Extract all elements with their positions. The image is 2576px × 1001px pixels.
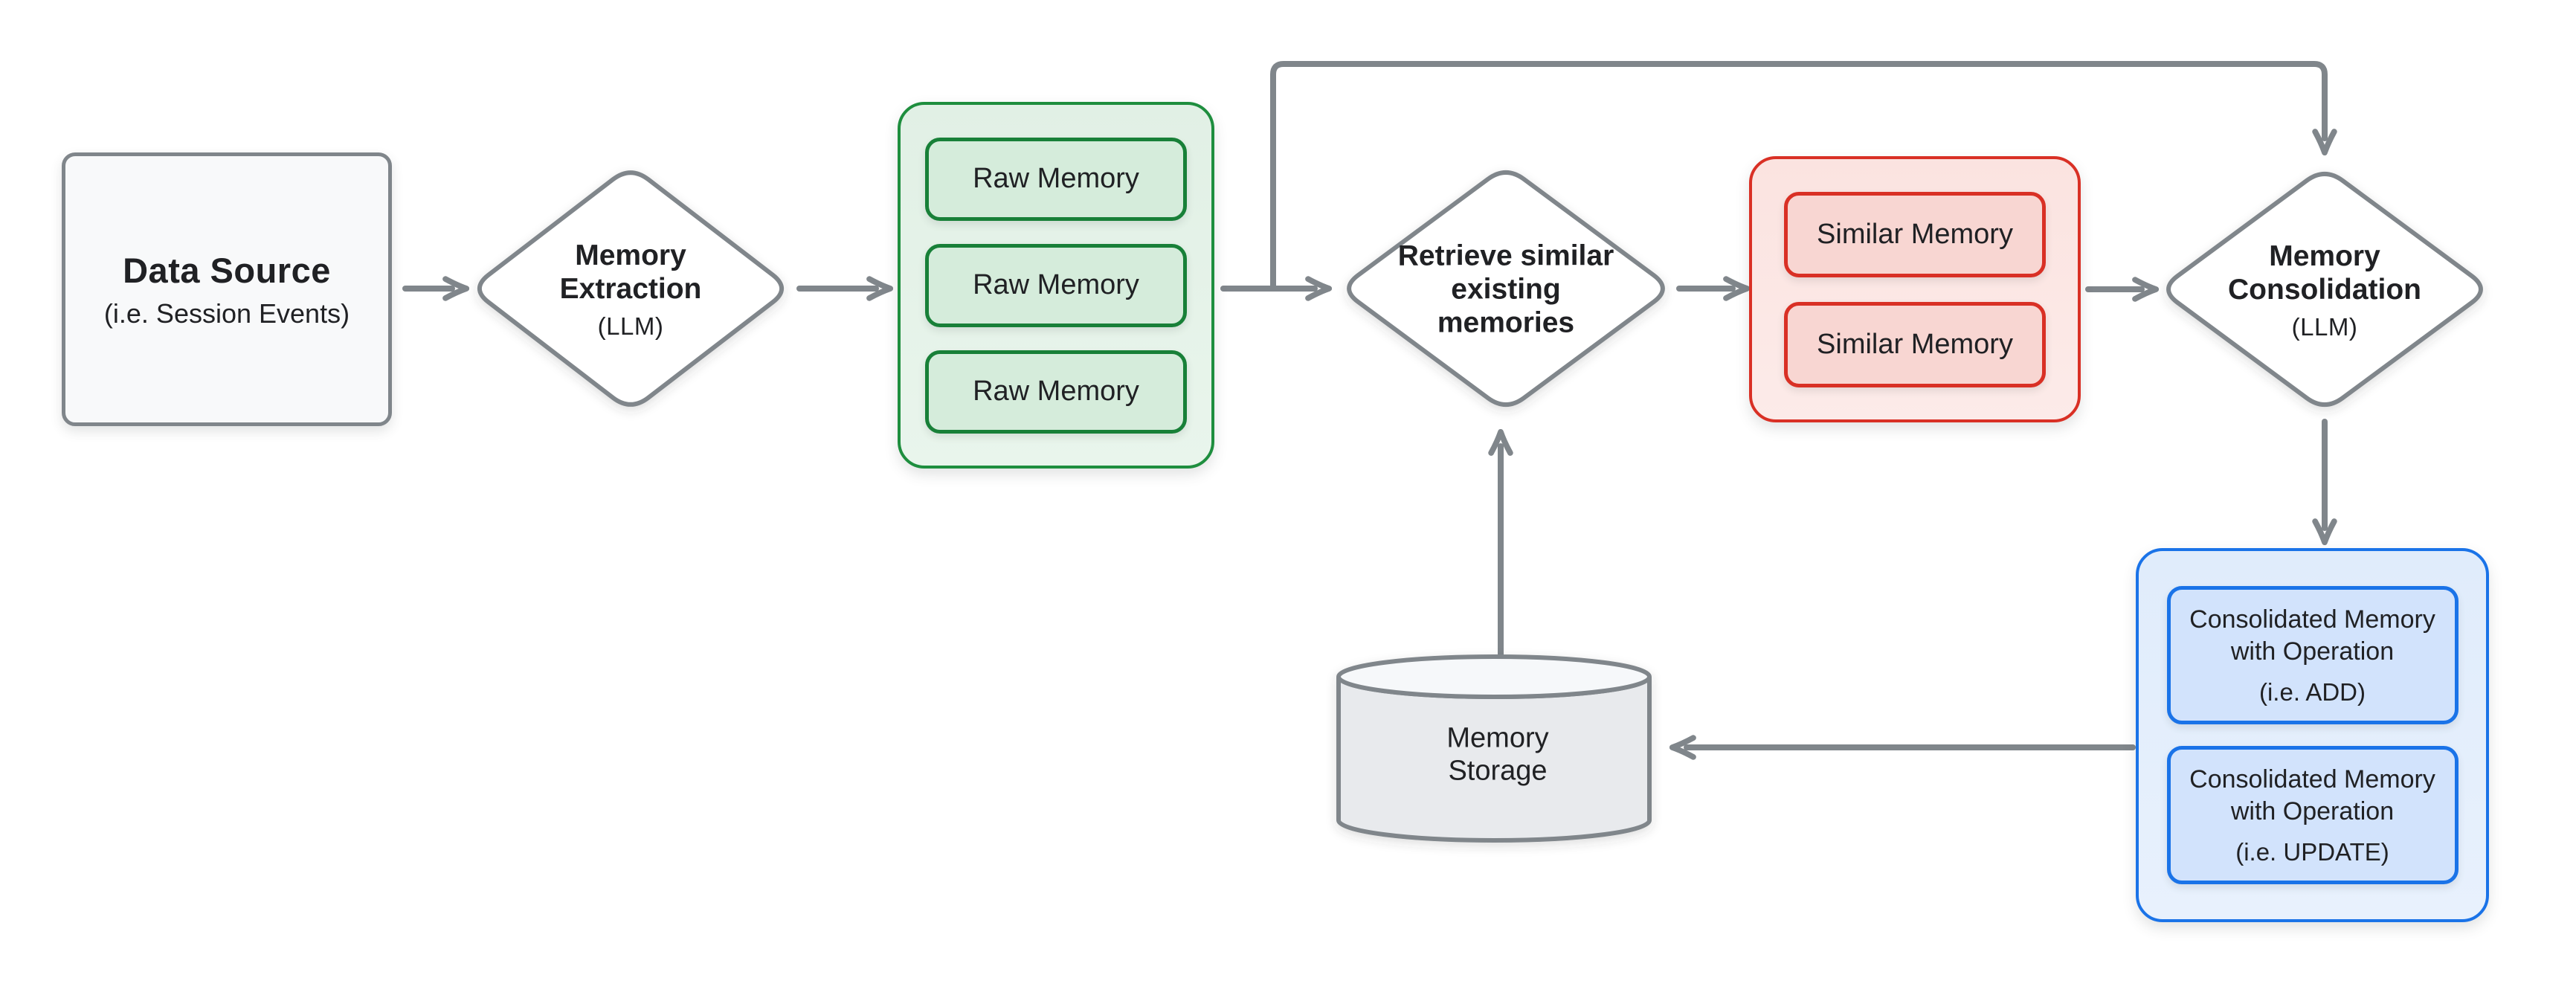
consolidated-update-line-2: with Operation bbox=[2230, 797, 2395, 825]
similar-memory-1-label: Similar Memory bbox=[1817, 218, 2013, 250]
memory-consolidation-label: Memory Consolidation (LLM) bbox=[2228, 240, 2421, 341]
raw-memory-1-label: Raw Memory bbox=[973, 163, 1139, 194]
group-consolidated-memories: Consolidated Memory with Operation (i.e.… bbox=[2136, 548, 2489, 922]
memory-consolidation-line-2: Consolidation bbox=[2228, 274, 2421, 306]
raw-memory-3-label: Raw Memory bbox=[973, 376, 1139, 407]
node-raw-memory-2: Raw Memory bbox=[925, 243, 1187, 327]
memory-extraction-label: Memory Extraction (LLM) bbox=[560, 239, 702, 341]
consolidated-add-subtitle: (i.e. ADD) bbox=[2258, 677, 2366, 706]
cylinder-top bbox=[1336, 654, 1652, 699]
retrieve-label: Retrieve similar existing memories bbox=[1398, 240, 1614, 341]
memory-storage-line-1: Memory bbox=[1446, 722, 1549, 754]
memory-storage-line-2: Storage bbox=[1448, 755, 1548, 786]
consolidated-update-line-1: Consolidated Memory bbox=[2189, 765, 2435, 794]
node-memory-storage bbox=[1336, 654, 1652, 843]
data-source-subtitle: (i.e. Session Events) bbox=[103, 297, 350, 329]
memory-extraction-line-2: Extraction bbox=[559, 273, 702, 305]
memory-extraction-subtitle: (LLM) bbox=[597, 312, 664, 340]
raw-memory-2-label: Raw Memory bbox=[973, 269, 1139, 300]
group-raw-memories: Raw Memory Raw Memory Raw Memory bbox=[898, 102, 1214, 469]
memory-consolidation-line-1: Memory bbox=[2269, 240, 2380, 273]
consolidated-update-subtitle: (i.e. UPDATE) bbox=[2235, 837, 2389, 866]
memory-storage-label: Memory Storage bbox=[1446, 722, 1548, 787]
similar-memory-2-label: Similar Memory bbox=[1817, 328, 2013, 360]
memory-extraction-line-1: Memory bbox=[575, 239, 686, 272]
memory-consolidation-subtitle: (LLM) bbox=[2291, 312, 2358, 341]
group-similar-memories: Similar Memory Similar Memory bbox=[1749, 156, 2081, 422]
node-retrieve-similar-memories bbox=[1347, 170, 1665, 408]
retrieve-line-1: Retrieve similar bbox=[1397, 239, 1614, 272]
retrieve-line-2: existing bbox=[1451, 273, 1561, 306]
node-memory-extraction bbox=[477, 170, 785, 407]
consolidated-add-line-2: with Operation bbox=[2230, 637, 2395, 666]
node-consolidated-memory-add: Consolidated Memory with Operation (i.e.… bbox=[2166, 586, 2459, 724]
data-source-title: Data Source bbox=[123, 250, 331, 290]
node-raw-memory-3: Raw Memory bbox=[925, 350, 1187, 434]
node-raw-memory-1: Raw Memory bbox=[925, 137, 1187, 221]
consolidated-add-line-1: Consolidated Memory bbox=[2189, 605, 2435, 634]
node-similar-memory-2: Similar Memory bbox=[1784, 301, 2046, 387]
node-data-source: Data Source (i.e. Session Events) bbox=[62, 152, 392, 426]
retrieve-line-3: memories bbox=[1437, 306, 1575, 339]
node-similar-memory-1: Similar Memory bbox=[1784, 191, 2046, 277]
arrow-raw-memories-to-consolidation-feedback bbox=[1270, 61, 2337, 292]
node-memory-consolidation bbox=[2166, 171, 2483, 408]
node-consolidated-memory-update: Consolidated Memory with Operation (i.e.… bbox=[2166, 746, 2459, 884]
